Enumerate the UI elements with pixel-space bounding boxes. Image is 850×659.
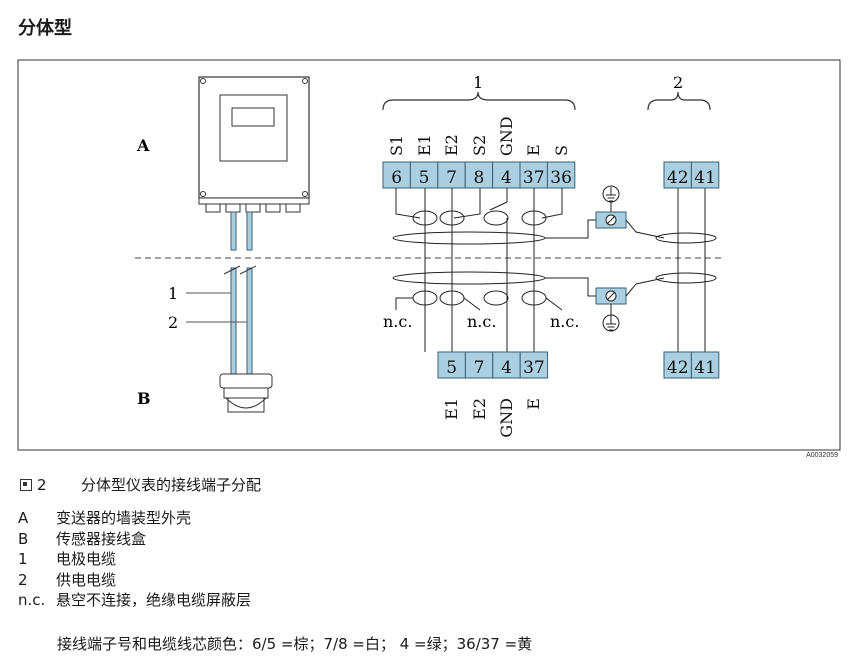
brace-2	[647, 91, 711, 111]
brace-label-2: 2	[673, 73, 683, 92]
terminal-cell	[382, 161, 411, 189]
terminal-cell	[663, 351, 692, 379]
callout-2: 2	[168, 313, 178, 332]
transmitter-housing	[198, 76, 310, 213]
legend: A 变送器的墙装型外壳 B 传感器接线盒 1 电极电缆 2 供电电缆 n.c. 悬空不连接…	[18, 508, 251, 611]
signal-label: S1	[387, 135, 406, 156]
ground-symbol-top	[602, 185, 620, 212]
terminal-number: 41	[694, 358, 716, 378]
bottom-signal-labels: E1 E2 GND E	[442, 398, 543, 438]
ground-symbol-bottom	[602, 304, 620, 332]
terminal-number: 5	[419, 168, 430, 188]
nc-label-1: n.c.	[383, 312, 412, 331]
terminal-number: 6	[391, 168, 402, 188]
signal-label: GND	[497, 398, 516, 438]
callout-1: 1	[168, 284, 178, 303]
signal-label: S	[552, 145, 571, 156]
wiring-diagram: A B 1 2 1	[17, 59, 841, 451]
supply-wiring	[677, 188, 706, 352]
terminal-cell	[409, 161, 439, 189]
legend-key: n.c.	[18, 591, 46, 609]
terminal-number: 42	[667, 358, 689, 378]
diagram-frame	[17, 59, 841, 451]
legend-row: B 传感器接线盒	[18, 529, 251, 550]
signal-label: E2	[470, 398, 489, 420]
document-code: A0032059	[806, 452, 838, 459]
legend-row: 2 供电电缆	[18, 570, 251, 591]
legend-text: 传感器接线盒	[56, 529, 147, 548]
terminal-cell	[519, 351, 549, 379]
terminal-cell	[546, 161, 576, 189]
signal-label: E1	[415, 134, 434, 156]
nc-label-3: n.c.	[550, 312, 579, 331]
shield-clamp-top	[595, 211, 627, 229]
terminal-number: 7	[474, 358, 485, 378]
shield-clamp-bottom	[595, 287, 627, 305]
legend-text: 变送器的墙装型外壳	[56, 509, 192, 527]
signal-label: E	[524, 144, 543, 156]
signal-label: E1	[442, 398, 461, 420]
terminal-cell	[437, 351, 466, 379]
terminal-number: 42	[667, 168, 689, 188]
nc-label-2: n.c.	[467, 312, 496, 331]
legend-text: 供电电缆	[56, 570, 117, 589]
top-wiring	[392, 188, 717, 352]
wire-color-note: 接线端子号和电缆线芯颜色：6/5 =棕；7/8 =白； 4 =绿；36/37 =…	[57, 635, 533, 653]
figure-number: 2	[37, 476, 47, 494]
legend-key: B	[18, 529, 29, 548]
legend-row: 1 电极电缆	[18, 549, 251, 570]
signal-label: S2	[470, 135, 489, 156]
signal-label: E2	[442, 134, 461, 156]
brace-1	[382, 91, 576, 111]
cable-break-marks	[223, 265, 257, 275]
terminal-number: 8	[473, 168, 484, 188]
bottom-wiring	[392, 271, 717, 311]
terminal-number: 36	[550, 168, 572, 188]
legend-key: 1	[18, 550, 28, 568]
terminal-number: 37	[523, 168, 545, 188]
cable-1	[230, 211, 237, 383]
figure-caption: 2 分体型仪表的接线端子分配	[20, 474, 261, 495]
terminal-number: 7	[446, 168, 457, 188]
label-b: B	[137, 389, 151, 408]
terminal-number: 4	[501, 168, 512, 188]
terminal-cell	[690, 161, 720, 189]
sensor-connection-box	[219, 373, 273, 413]
terminal-cell	[437, 161, 466, 189]
terminal-number: 37	[523, 358, 545, 378]
section-title: 分体型	[18, 18, 72, 39]
legend-key: A	[18, 509, 29, 527]
label-a: A	[136, 136, 150, 155]
terminal-cell	[690, 351, 720, 379]
legend-row: A 变送器的墙装型外壳	[18, 508, 251, 529]
cable-2	[246, 211, 253, 383]
signal-label: E	[524, 398, 543, 410]
legend-text: 电极电缆	[56, 550, 117, 568]
legend-key: 2	[18, 570, 28, 589]
terminal-number: 41	[694, 168, 716, 188]
terminal-cell	[464, 351, 494, 379]
terminal-number: 5	[446, 358, 457, 378]
terminal-cell	[663, 161, 692, 189]
brace-label-1: 1	[473, 73, 483, 92]
legend-row: n.c. 悬空不连接，绝缘电缆屏蔽层	[18, 590, 251, 611]
figure-caption-text: 分体型仪表的接线端子分配	[81, 476, 262, 494]
legend-text: 悬空不连接，绝缘电缆屏蔽层	[56, 591, 252, 609]
signal-label: GND	[497, 116, 516, 156]
figure-icon	[20, 479, 32, 491]
terminal-number: 4	[501, 358, 512, 378]
